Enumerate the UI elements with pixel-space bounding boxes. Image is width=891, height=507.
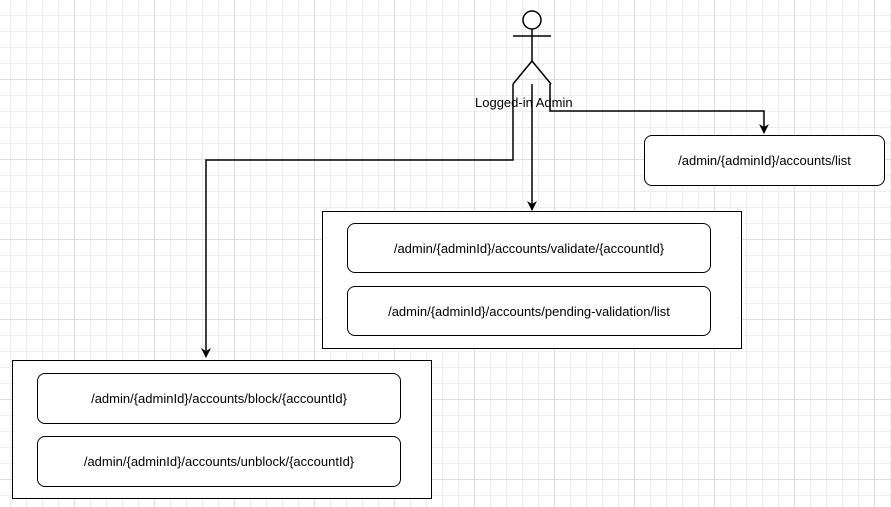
actor-label: Logged-in Admin xyxy=(475,95,573,110)
actor-left-leg xyxy=(512,60,533,85)
connector-to-list xyxy=(549,84,769,134)
endpoint-block-account[interactable]: /admin/{adminId}/accounts/block/{account… xyxy=(37,373,401,424)
endpoint-validate-account[interactable]: /admin/{adminId}/accounts/validate/{acco… xyxy=(347,223,711,273)
endpoint-accounts-list[interactable]: /admin/{adminId}/accounts/list xyxy=(644,135,885,186)
actor-stick-figure-icon xyxy=(512,10,552,85)
endpoint-pending-validation-list[interactable]: /admin/{adminId}/accounts/pending-valida… xyxy=(347,286,711,336)
actor-head xyxy=(522,10,542,30)
connector-to-blocking-group xyxy=(201,84,514,358)
actor-right-leg xyxy=(531,60,552,85)
endpoint-unblock-account[interactable]: /admin/{adminId}/accounts/unblock/{accou… xyxy=(37,436,401,487)
